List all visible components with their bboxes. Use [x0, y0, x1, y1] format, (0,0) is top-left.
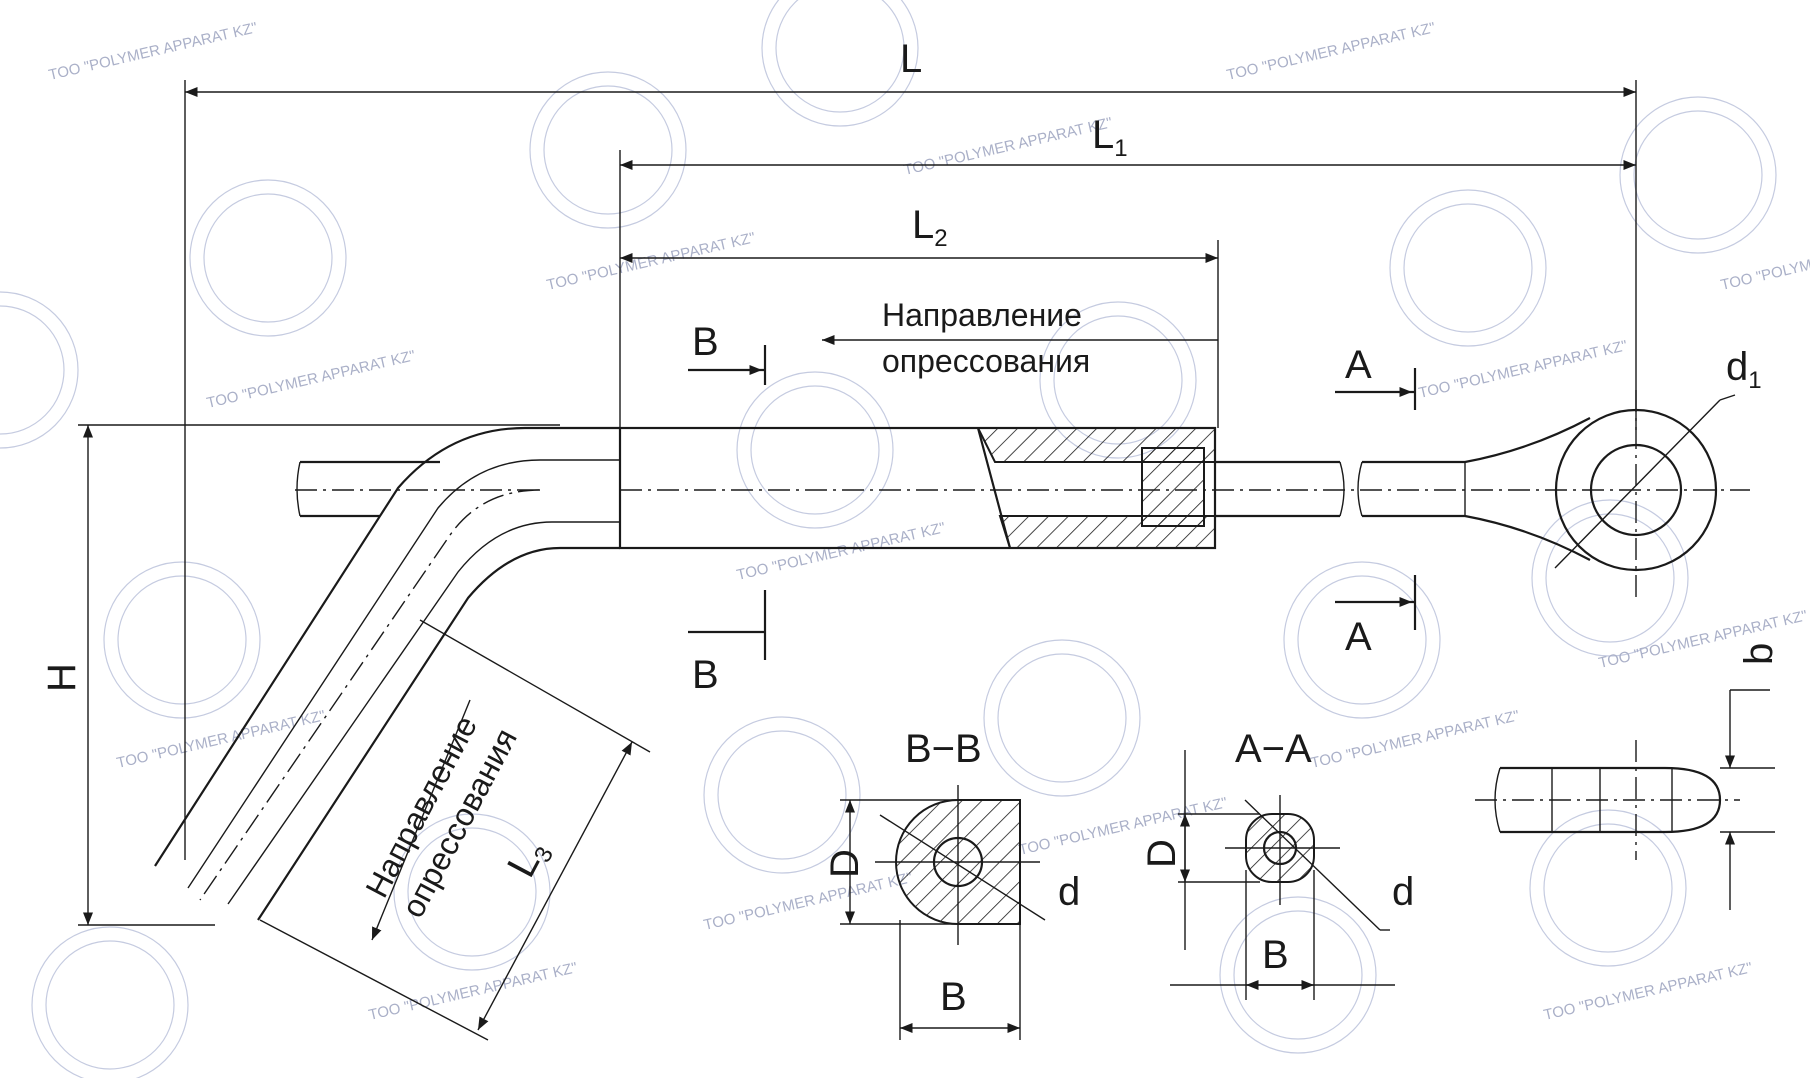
- dim-d1-label: d1: [1726, 345, 1762, 394]
- section-mark-B: [688, 590, 767, 660]
- d1-leader: [1554, 399, 1721, 569]
- watermark-seal: [761, 0, 919, 127]
- watermark-seal: [189, 179, 347, 337]
- rod-break: [1339, 461, 1345, 517]
- main-view: [154, 390, 1750, 921]
- watermark-text: TOO "POLYMER APPARAT KZ": [1225, 19, 1437, 84]
- conductor-edge: [227, 521, 620, 905]
- watermark-seal: [983, 639, 1141, 797]
- pressing-direction-label: опрессования: [882, 343, 1090, 379]
- watermark-text: TOO "POLYMER APPARAT KZ": [367, 959, 579, 1024]
- dim-d-label: d: [1392, 870, 1414, 914]
- watermark-seal: [736, 371, 894, 529]
- dim-D-label: D: [823, 849, 867, 878]
- section-B-top-label: B: [692, 320, 719, 364]
- eye-side-view: b: [1475, 643, 1781, 910]
- watermark-seal: [103, 561, 261, 719]
- watermark-text: TOO "POLYMER APPARAT KZ": [1542, 959, 1754, 1024]
- rod-break: [1357, 461, 1363, 517]
- pressing-direction-arrow: [371, 699, 471, 941]
- sleeve-cut-edge: [976, 427, 1012, 549]
- watermark-text: TOO "POLYMER APPARAT KZ": [545, 229, 757, 294]
- dim-L1-label: L1: [1092, 113, 1128, 162]
- dim-b-label: b: [1737, 643, 1781, 665]
- section-AA-title: A−A: [1235, 727, 1312, 771]
- section-BB: B−B D d B: [823, 727, 1080, 1040]
- conductor-edge: [187, 459, 620, 889]
- d1-leader: [1719, 394, 1736, 401]
- watermark-seal: [703, 716, 861, 874]
- section-AA: A−A D d B: [1140, 727, 1414, 1000]
- section-B-bottom-label: B: [692, 653, 719, 697]
- watermark-seal: [0, 291, 79, 449]
- watermark-seal: [1283, 561, 1441, 719]
- dim-D-label: D: [1140, 839, 1184, 868]
- rod-edge: [1362, 417, 1591, 464]
- rod-inner-edge: [257, 546, 620, 921]
- wire-break: [296, 461, 301, 517]
- watermark-text: TOO "POLYMER APPARAT KZ": [1309, 707, 1521, 772]
- watermark-seal: [1531, 499, 1689, 657]
- dim-d-label: d: [1058, 870, 1080, 914]
- dim-H-label: H: [40, 663, 84, 692]
- dim-L2-label: L2: [912, 203, 948, 252]
- rod-edge: [1362, 514, 1591, 561]
- eye-side-body: [1500, 766, 1722, 834]
- dim-L3-label: L3: [499, 832, 559, 886]
- watermark-seal: [31, 926, 189, 1078]
- watermark-text: TOO "POLYMER APPARAT KZ": [1719, 229, 1810, 294]
- d-leader: [879, 814, 1046, 921]
- sleeve-body: [618, 426, 1217, 550]
- watermark-text: TOO "POLYMER APPARAT KZ": [205, 347, 417, 412]
- watermark-text: TOO "POLYMER APPARAT KZ": [735, 519, 947, 584]
- watermark-seal: [529, 71, 687, 229]
- section-BB-title: B−B: [905, 727, 982, 771]
- watermark-seal: [1619, 96, 1777, 254]
- rod-outer-edge: [154, 426, 620, 867]
- section-A-bottom-label: A: [1345, 615, 1372, 659]
- section-A-top-label: A: [1345, 343, 1372, 387]
- dim-B-label: B: [1262, 933, 1289, 977]
- watermark-seal: [1389, 189, 1547, 347]
- dim-L-label: L: [900, 37, 922, 81]
- watermark-text: TOO "POLYMER APPARAT KZ": [47, 19, 259, 84]
- dim-B-label: B: [940, 975, 967, 1019]
- plug-section: [1141, 447, 1205, 527]
- dim-L3-line: [477, 741, 633, 1031]
- watermark-text: TOO "POLYMER APPARAT KZ": [902, 114, 1114, 179]
- extension-line: [259, 919, 489, 1041]
- extension-line: [419, 619, 651, 753]
- watermark-seal: [1529, 809, 1687, 967]
- center-axis: [199, 489, 541, 901]
- d-leader: [1244, 799, 1381, 931]
- watermark-text: TOO "POLYMER APPARAT KZ": [1417, 337, 1629, 402]
- pressing-direction-label: Направление: [882, 297, 1082, 333]
- watermark-text: TOO "POLYMER APPARAT KZ": [1017, 794, 1229, 859]
- watermark-seal: [1219, 896, 1377, 1054]
